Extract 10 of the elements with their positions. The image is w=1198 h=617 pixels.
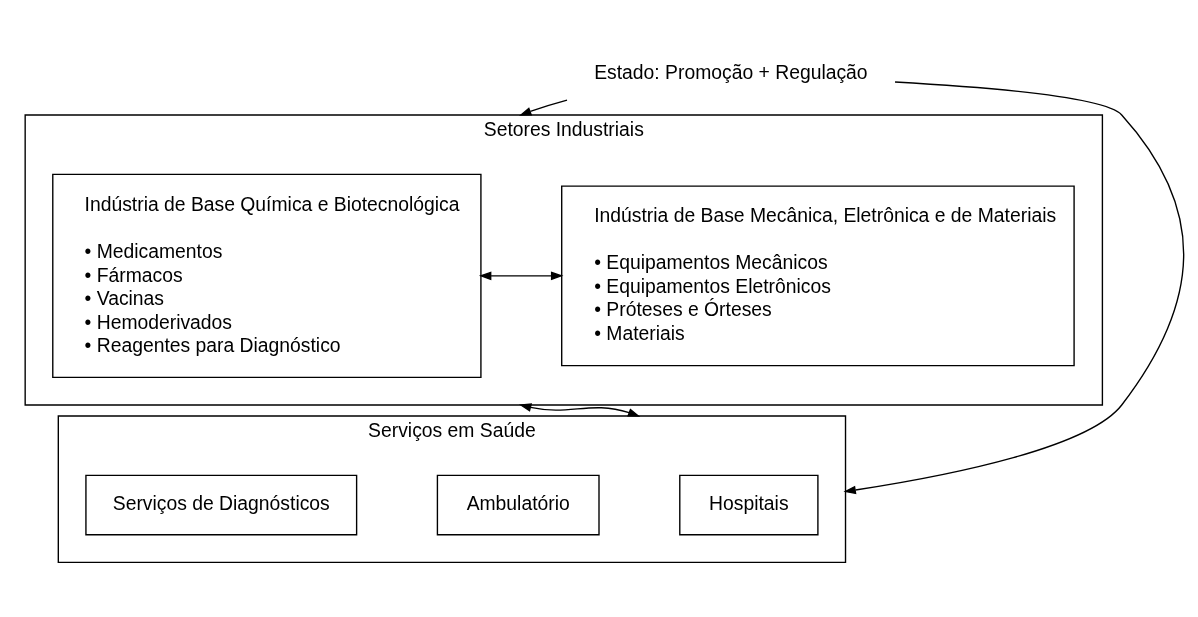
node-box: Hospitais (679, 474, 819, 535)
node-box: Ambulatório (436, 474, 600, 535)
arrow (843, 80, 1185, 494)
node-box: Indústria de Base Mecânica, Eletrônica e de Materiais • Equipamentos Mecânicos • Equipamentos Eletrônicos • Próteses e Órteses • Materiais (561, 184, 1075, 366)
arrow (478, 271, 564, 280)
node-box: Serviços de Diagnósticos (85, 474, 358, 535)
arrow (519, 98, 568, 116)
node-text: Estado: Promoção + Regulação (594, 61, 868, 83)
node-box: Indústria de Base Química e Biotecnológica • Medicamentos • Fármacos • Vacinas • Hemoderivados • Reagentes para Diagnóstico (52, 173, 482, 378)
arrow (518, 402, 641, 417)
